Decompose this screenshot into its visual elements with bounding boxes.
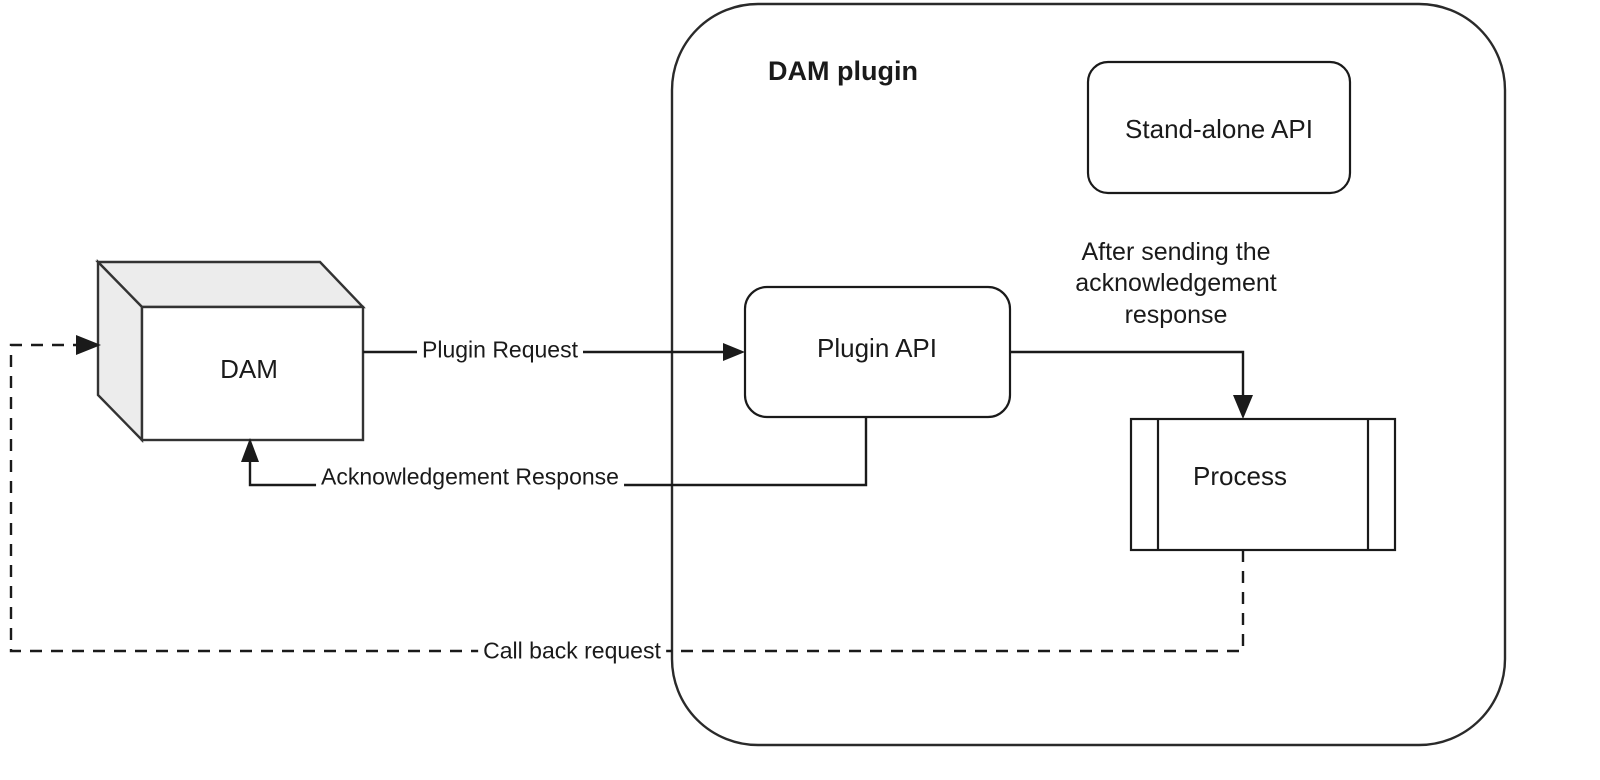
- stand-alone-api-box[interactable]: [1086, 60, 1352, 195]
- acknowledgement-response-label: Acknowledgement Response: [316, 462, 624, 492]
- call-back-request-arrowhead: [76, 335, 101, 355]
- call-back-request-line: [9, 343, 1245, 653]
- edge-call-back-request: [9, 335, 1245, 653]
- plugin-request-label: Plugin Request: [417, 335, 583, 365]
- edge-plugin-api-to-process: [1010, 350, 1253, 419]
- after-sending-note-line-1: After sending the: [1081, 238, 1271, 266]
- process-box[interactable]: [1129, 417, 1397, 552]
- plugin-api-to-process-arrowhead: [1233, 395, 1253, 419]
- process-label: Process: [1193, 460, 1287, 491]
- dam-plugin-group-boundary: [670, 2, 1507, 747]
- process-box-outline: [1129, 417, 1397, 552]
- dam-cube[interactable]: [95, 259, 366, 443]
- after-sending-note-line-3: response: [1124, 300, 1228, 329]
- acknowledgement-response-arrowhead: [241, 438, 259, 462]
- call-back-request-label: Call back request: [478, 636, 666, 666]
- dam-plugin-group-title: DAM plugin: [768, 56, 918, 87]
- dam-cube-top-face: [95, 260, 366, 309]
- after-sending-note: After sending the acknowledgement respon…: [1036, 237, 1316, 331]
- dam-cube-front-face: [140, 305, 365, 442]
- after-sending-note-line-2: acknowledgement: [1075, 269, 1277, 298]
- dam-label: DAM: [220, 353, 278, 384]
- plugin-api-label: Plugin API: [817, 332, 937, 363]
- plugin-request-arrowhead: [723, 343, 745, 361]
- plugin-api-to-process-line: [1010, 350, 1245, 403]
- stand-alone-api-label: Stand-alone API: [1125, 113, 1313, 144]
